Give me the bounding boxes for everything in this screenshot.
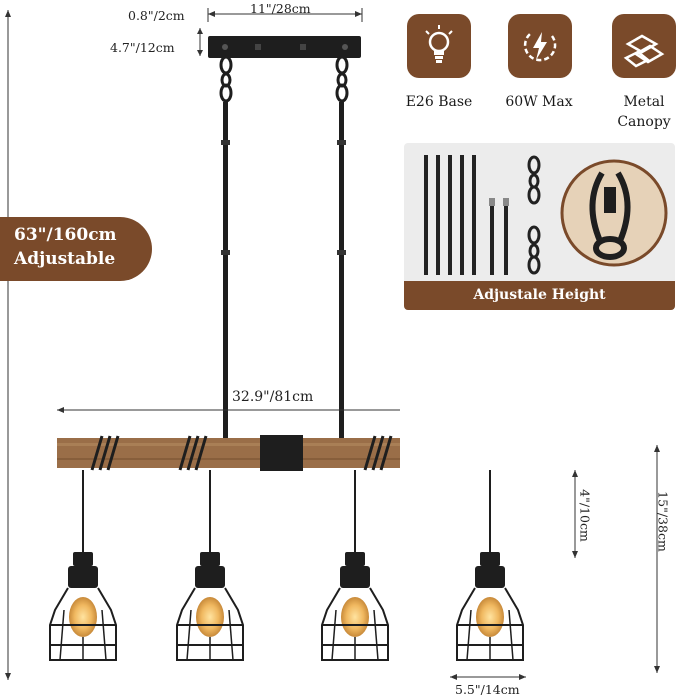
rods-and-chains-illustration	[424, 155, 668, 275]
60w-max-label: 60W Max	[505, 94, 573, 110]
canopy-label: Canopy	[617, 114, 671, 130]
bulb-icon	[425, 25, 453, 63]
e26-base-box	[407, 14, 471, 78]
pendant-4	[456, 470, 524, 661]
canopy-height-label: 0.8"/2cm	[128, 8, 185, 23]
total-height-dimension-line	[5, 10, 11, 680]
e26-base-label: E26 Base	[405, 94, 473, 110]
right-chain	[335, 55, 349, 103]
height-value: 63"/160cm	[14, 225, 117, 245]
center-bracket	[260, 435, 303, 471]
beam-length-label: 32.9"/81cm	[232, 389, 314, 405]
fixture-height-label: 15"/38cm	[655, 491, 671, 552]
left-chain	[219, 55, 233, 103]
canopy-dimension-lines	[197, 8, 363, 56]
pendant-1	[49, 470, 117, 661]
canopy-depth-label: 4.7"/12cm	[110, 40, 175, 55]
canopy-width-label: 11"/28cm	[250, 1, 311, 16]
pendant-lamps	[49, 470, 526, 680]
adjustable-height-kit: Adjustale Height	[404, 143, 675, 310]
right-rod	[339, 102, 344, 438]
canopy-plate	[208, 36, 361, 58]
adjustable-label: Adjustable	[14, 249, 116, 269]
metal-bars-icon	[623, 34, 665, 68]
shade-height-label: 4"/10cm	[577, 489, 593, 542]
right-dimension-lines	[572, 445, 660, 673]
metal-canopy-label: Metal Canopy	[594, 92, 679, 132]
left-rod	[223, 102, 228, 438]
shade-width-label: 5.5"/14cm	[455, 682, 520, 697]
60w-max-box	[508, 14, 572, 78]
pendant-2	[176, 470, 244, 661]
power-icon	[523, 32, 557, 62]
metal-canopy-box	[612, 14, 676, 78]
height-badge: 63"/160cm Adjustable	[0, 217, 152, 281]
pendant-3	[321, 470, 389, 661]
kit-caption: Adjustale Height	[404, 281, 675, 310]
chandelier-illustration	[57, 36, 400, 471]
metal-label: Metal	[623, 94, 665, 110]
